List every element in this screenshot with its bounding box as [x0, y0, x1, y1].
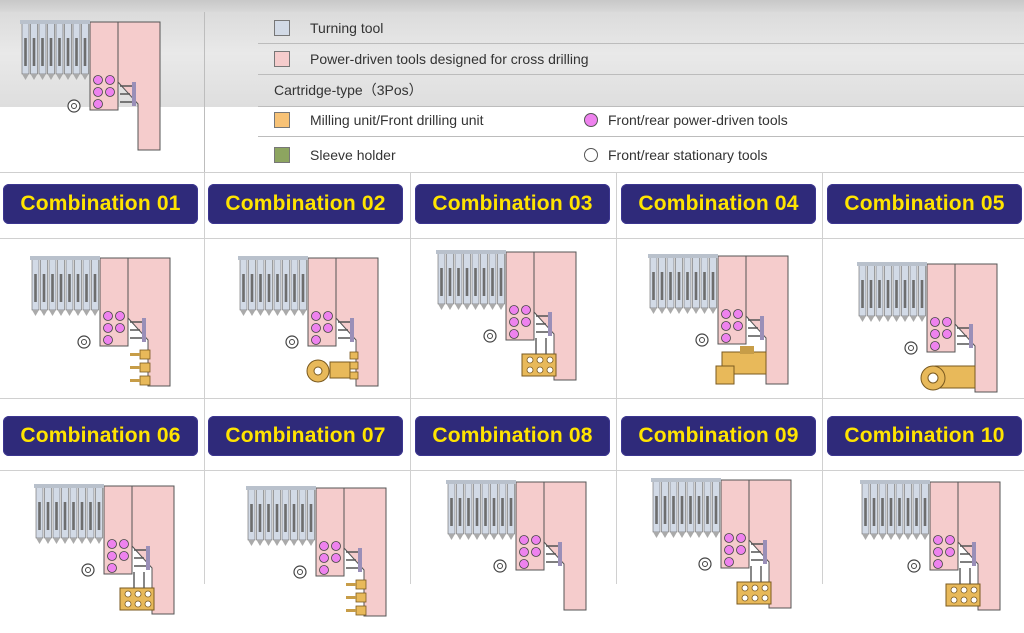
- combination-05-drawing: [857, 262, 1007, 409]
- milling-swatch: [274, 112, 290, 128]
- sleeve-label: Sleeve holder: [310, 147, 396, 163]
- combination-08-label: Combination 08: [415, 416, 610, 456]
- combination-06-drawing: [34, 484, 184, 631]
- cartridge-label: Cartridge-type（3Pos）: [274, 82, 423, 98]
- legend-header-band: [0, 0, 1024, 107]
- combination-07-label: Combination 07: [208, 416, 403, 456]
- front-rear-power-label: Front/rear power-driven tools: [608, 112, 788, 128]
- turning-tool-label: Turning tool: [310, 20, 384, 36]
- legend-sleeve: Sleeve holder: [274, 144, 396, 166]
- combination-02-label: Combination 02: [208, 184, 403, 224]
- combination-09-drawing: [651, 478, 801, 625]
- milling-label: Milling unit/Front drilling unit: [310, 112, 484, 128]
- combination-03-drawing: [436, 250, 586, 397]
- stationary-tool-dot-icon: [584, 148, 598, 162]
- legend-divider-line: [258, 106, 1024, 107]
- legend-divider-line: [258, 136, 1024, 137]
- combination-05-label: Combination 05: [827, 184, 1022, 224]
- legend-power-cross: Power-driven tools designed for cross dr…: [274, 48, 589, 70]
- reference-turret-drawing: [20, 20, 170, 167]
- legend-front-rear-stationary: Front/rear stationary tools: [584, 144, 768, 166]
- power-cross-label: Power-driven tools designed for cross dr…: [310, 51, 589, 67]
- legend-cartridge: Cartridge-type（3Pos）: [274, 79, 423, 101]
- combination-01-label: Combination 01: [3, 184, 198, 224]
- combination-03-label: Combination 03: [415, 184, 610, 224]
- combination-01-drawing: [30, 256, 180, 403]
- legend-divider: [204, 12, 205, 172]
- legend-divider-line: [258, 74, 1024, 75]
- sleeve-swatch: [274, 147, 290, 163]
- front-rear-stationary-label: Front/rear stationary tools: [608, 147, 768, 163]
- legend-front-rear-power: Front/rear power-driven tools: [584, 109, 788, 131]
- combination-grid: Combination 01 Combination 02 Combinatio…: [0, 172, 1024, 617]
- combination-06-label: Combination 06: [3, 416, 198, 456]
- legend-turning-tool: Turning tool: [274, 17, 383, 39]
- combination-10-drawing: [860, 480, 1010, 627]
- legend-panel: Turning tool Power-driven tools designed…: [0, 0, 1024, 173]
- legend-divider-line: [258, 43, 1024, 44]
- power-tool-dot-icon: [584, 113, 598, 127]
- combination-08-drawing: [446, 480, 596, 627]
- power-cross-swatch: [274, 51, 290, 67]
- combination-07-drawing: [246, 486, 396, 633]
- turning-tool-swatch: [274, 20, 290, 36]
- combination-09-label: Combination 09: [621, 416, 816, 456]
- combination-04-label: Combination 04: [621, 184, 816, 224]
- combination-10-label: Combination 10: [827, 416, 1022, 456]
- combination-02-drawing: [238, 256, 388, 403]
- combination-04-drawing: [648, 254, 798, 401]
- legend-milling: Milling unit/Front drilling unit: [274, 109, 484, 131]
